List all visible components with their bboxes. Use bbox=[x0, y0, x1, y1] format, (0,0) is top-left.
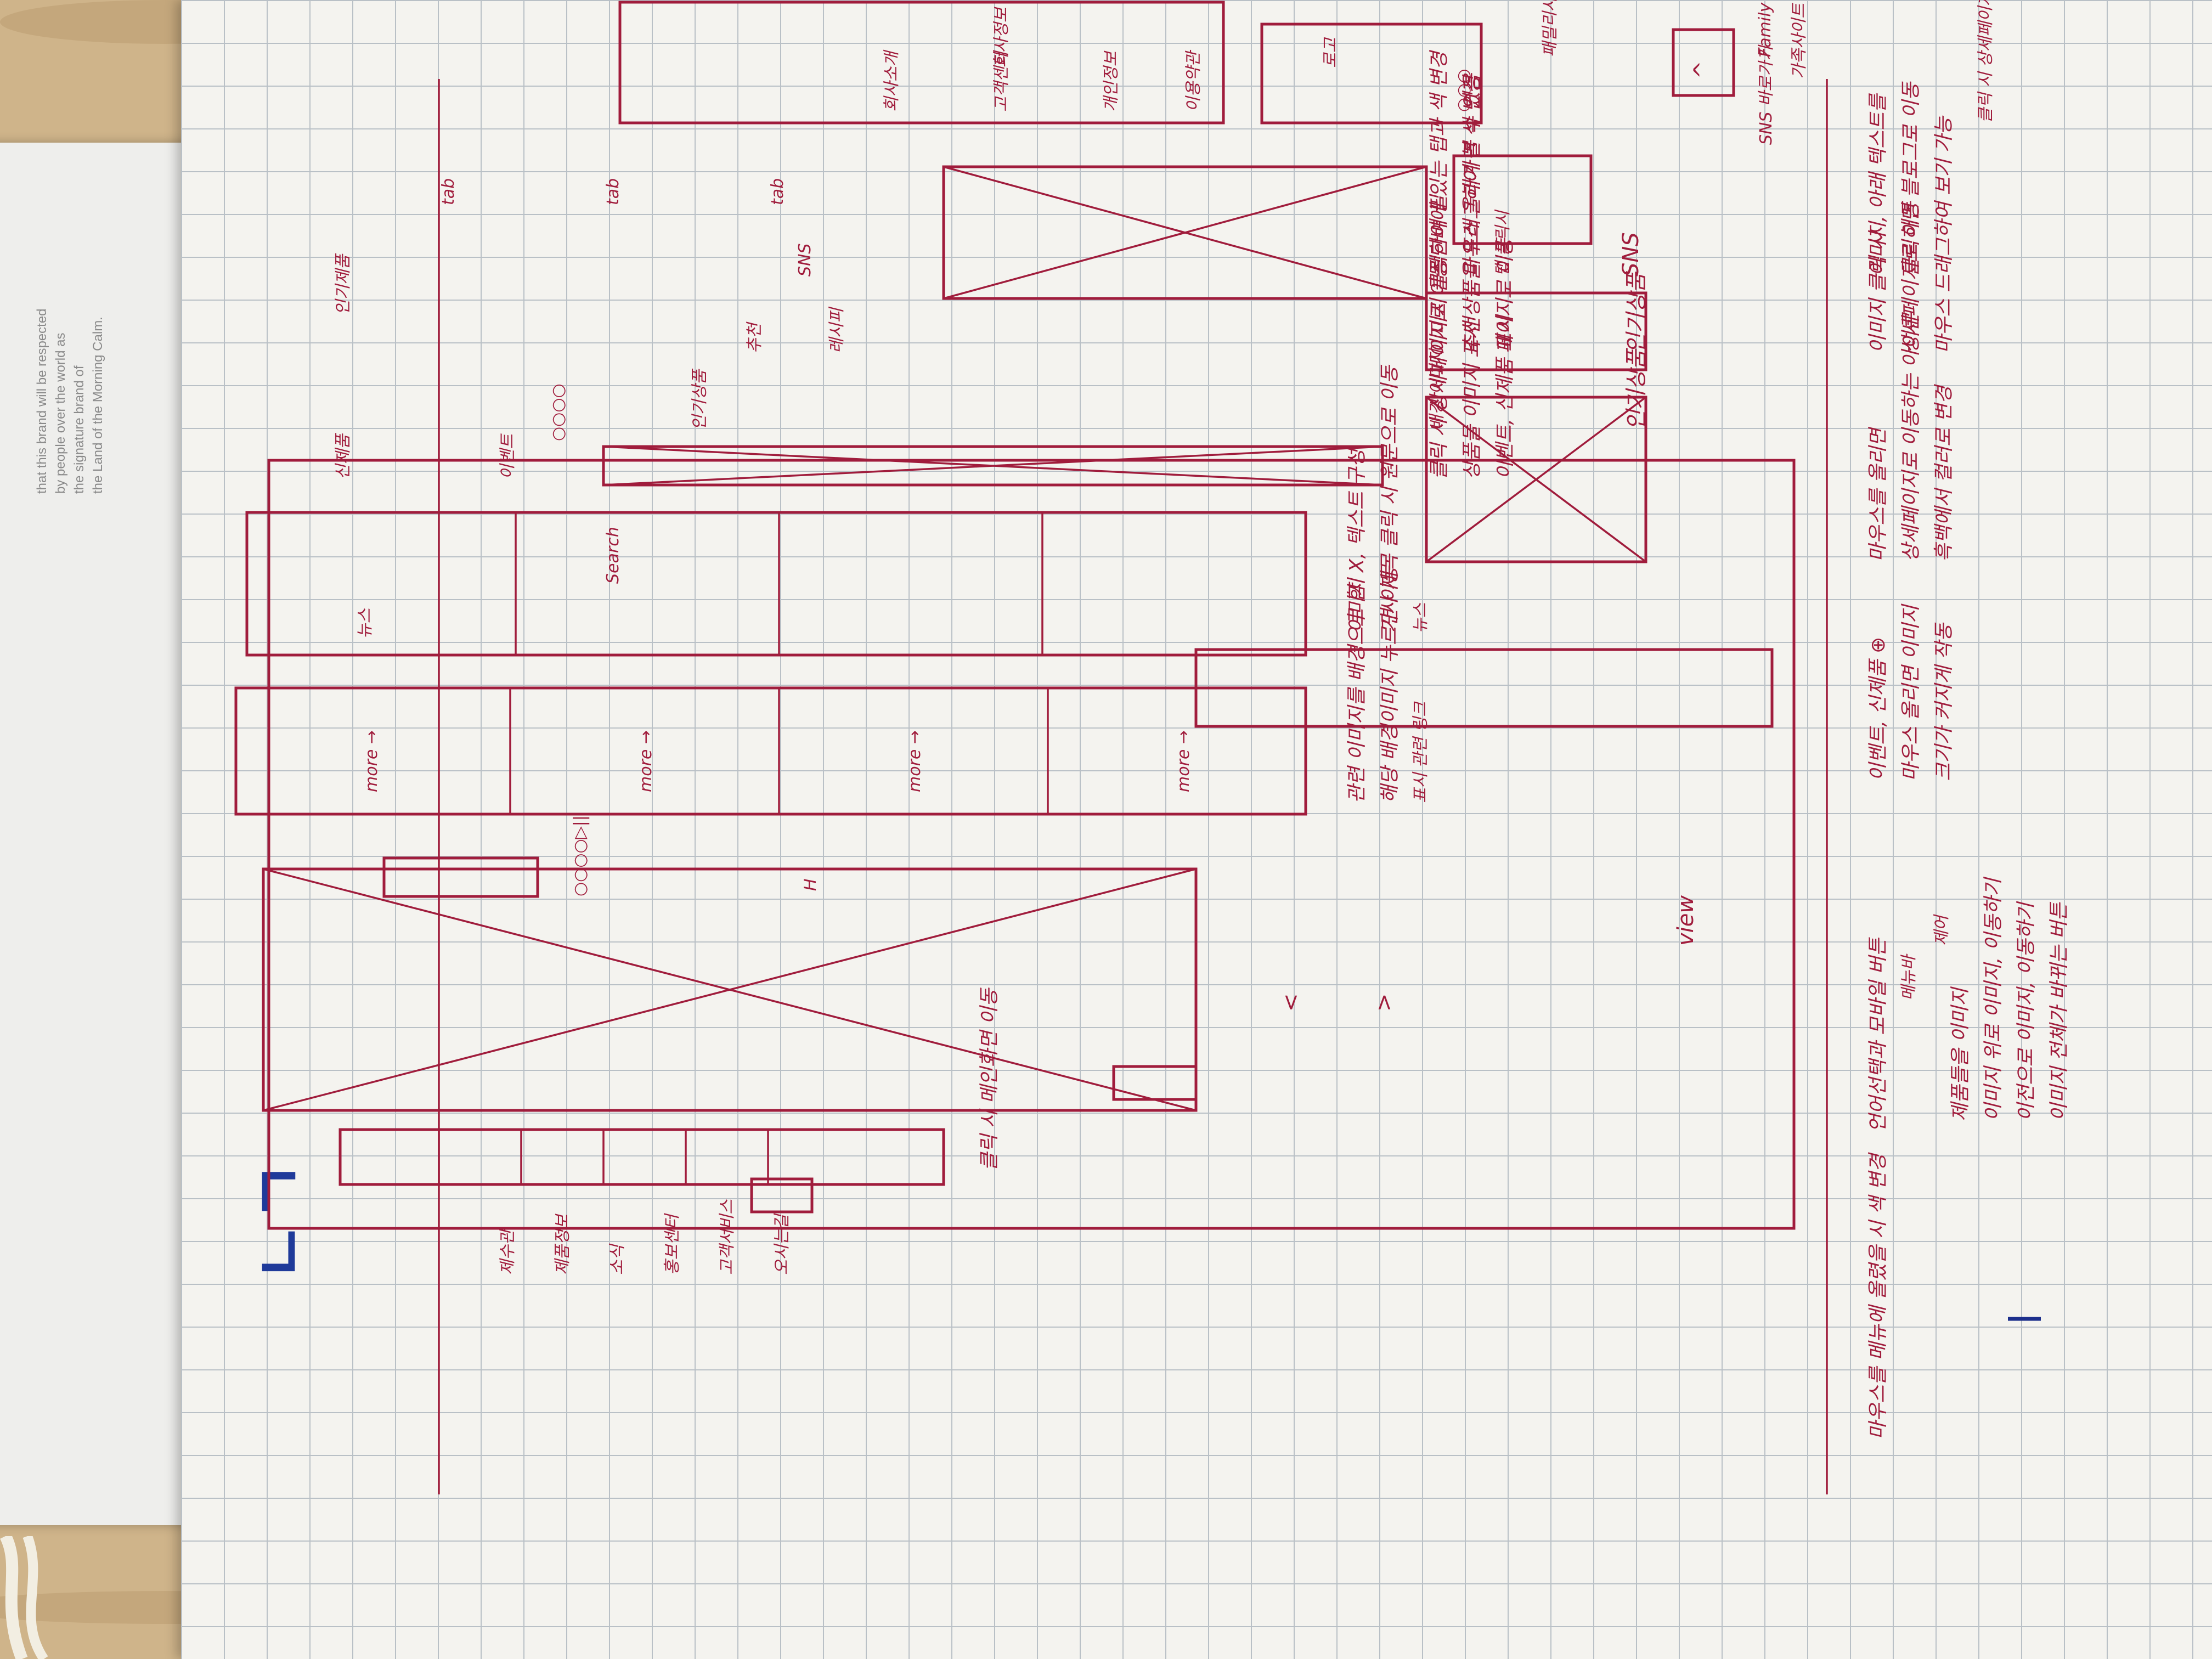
hero-dots-box bbox=[382, 856, 539, 898]
text-card-sub-note: 뉴스 bbox=[1411, 602, 1430, 633]
news-sub-note: 표시 관련 링크 bbox=[1411, 702, 1430, 803]
product-tab: 인기제품 bbox=[334, 254, 353, 315]
search-box bbox=[1112, 1065, 1198, 1101]
hero-note: 이미지 전체가 바뀌는 버튼 bbox=[2048, 902, 2070, 1121]
best-left-note: 마우스 드래그하여 보기 가능 bbox=[1933, 116, 1955, 353]
product-badge: 이벤트 bbox=[498, 434, 517, 479]
product-box bbox=[1425, 396, 1647, 563]
sns-note-top: 탭 클릭시 bbox=[1493, 211, 1513, 276]
header-note: 언어선택과 모바일 버튼 bbox=[1867, 938, 1889, 1132]
text-card-row bbox=[245, 511, 1307, 657]
family-box: 패밀리사이트 bbox=[1541, 0, 1560, 57]
logo-note: 클릭 시 메인화면 이동 bbox=[978, 988, 1001, 1171]
popular-left-note: 마우스를 올리면 bbox=[1867, 428, 1889, 562]
family-note: 가족사이트 창 표시 bbox=[1790, 0, 1809, 79]
product-box bbox=[1425, 291, 1647, 371]
header-note: 메뉴바 bbox=[1899, 955, 1918, 1001]
hero-cross bbox=[263, 868, 1197, 1111]
best-tag: 레시피 bbox=[827, 308, 847, 353]
footer-info-box bbox=[1260, 22, 1483, 125]
hero-dots: ○○○○▷|| bbox=[571, 815, 590, 896]
nav-item: 소식 bbox=[608, 1244, 627, 1275]
header-left-note: 마우스를 메뉴에 올렸을 시 색 변경 bbox=[1867, 1154, 1889, 1440]
product-left-note: 이벤트, 신제품 ⊕ bbox=[1867, 636, 1889, 781]
popular-left-note: 흑백에서 컬러로 변경 bbox=[1933, 386, 1955, 562]
news-more: more → bbox=[362, 730, 381, 792]
news-more: more → bbox=[905, 730, 924, 792]
hero-frame bbox=[262, 867, 1198, 1112]
brochure-sheet: that this brand will be respected by peo… bbox=[0, 143, 198, 1525]
product-left-note: 크기가 커지게 작동 bbox=[1933, 623, 1955, 781]
text-card-note: 이미지 X, 텍스트 구성 bbox=[1346, 449, 1368, 633]
footer-info: 회사정보 bbox=[992, 7, 1011, 68]
footer-link: 회사소개 bbox=[882, 51, 901, 112]
sns-note: 상단바에 있는 탭과 색 변경 bbox=[1428, 51, 1451, 276]
nav-item: 고객서비스 bbox=[718, 1199, 737, 1275]
top-button-box bbox=[1672, 28, 1735, 97]
text-card-note: 기사 제목 클릭 시 원문으로 이동 bbox=[1379, 365, 1401, 633]
page-frame bbox=[267, 459, 1796, 1230]
nav-item: 오시는길 bbox=[772, 1214, 792, 1275]
nav-item: 제수관 bbox=[498, 1229, 517, 1275]
text-card-title: 뉴스 bbox=[356, 608, 375, 639]
hero-prev: < bbox=[1278, 993, 1304, 1012]
sns-small-box bbox=[1452, 154, 1593, 245]
footer-icons: ○○○ bbox=[1454, 69, 1473, 112]
cable bbox=[0, 1536, 48, 1659]
logo-label: H bbox=[801, 878, 820, 891]
sns-grid bbox=[942, 165, 1428, 300]
best-tab: 추천 bbox=[745, 323, 764, 353]
sns-shortcut-note: SNS 바로가기 bbox=[1757, 46, 1776, 145]
news-more: more → bbox=[1174, 730, 1193, 792]
popular-note: 배경 이미지 bbox=[1427, 349, 1447, 430]
family-label: Family site bbox=[1756, 0, 1775, 57]
search-label: Search bbox=[603, 527, 623, 584]
footer-link: 이용약관 bbox=[1184, 51, 1203, 112]
nav-bar bbox=[338, 1128, 945, 1186]
product-frame bbox=[602, 445, 1384, 487]
header-note: 제어 bbox=[1932, 915, 1951, 946]
popular-tab: 인기상품 bbox=[690, 369, 709, 430]
sns-tab-label: tab bbox=[768, 178, 787, 205]
sns-heading: SNS bbox=[1618, 232, 1644, 276]
best-heading: 인기상품 bbox=[1624, 272, 1649, 353]
footer-box bbox=[618, 1, 1225, 125]
sns-tab-label: tab bbox=[603, 178, 623, 205]
hero-next: > bbox=[1372, 993, 1397, 1012]
hero-note: 이전으로 이미지, 이동하기 bbox=[2015, 902, 2038, 1121]
sns-tab: SNS bbox=[795, 243, 815, 276]
top-button: ^ bbox=[1690, 60, 1715, 79]
nav-item: 홍보센터 bbox=[663, 1214, 682, 1275]
news-row bbox=[234, 686, 1307, 816]
sns-tab-label: tab bbox=[439, 178, 458, 205]
view-label: view bbox=[1673, 895, 1699, 946]
product-cross bbox=[1425, 396, 1647, 563]
product-left-note: 마우스 올리면 이미지 bbox=[1900, 605, 1922, 781]
nav-item: 제품정보 bbox=[553, 1214, 572, 1275]
sns-cross bbox=[943, 166, 1427, 300]
sns-left-note: 클릭하면 블로그로 이동 bbox=[1900, 82, 1922, 276]
sns-left-note: 이미지, 아래 텍스트를 bbox=[1867, 94, 1889, 276]
popular-heading: 인기상품 bbox=[1624, 349, 1649, 430]
hero-note: 이미지 위로 이미지, 이동하기 bbox=[1982, 878, 2005, 1121]
footer-logo: 로고 bbox=[1321, 37, 1340, 68]
product-row bbox=[1194, 648, 1774, 728]
news-more: more → bbox=[636, 730, 656, 792]
logo-box bbox=[750, 1177, 814, 1214]
product-tab: 신제품 bbox=[334, 434, 353, 479]
footer-link: 개인정보 bbox=[1102, 51, 1121, 112]
hero-note: 제품들을 이미지 bbox=[1949, 988, 1972, 1121]
footer-left-note: 클릭 시 상세페이지 이동 bbox=[1976, 0, 1995, 123]
product-dots: ○○○○ bbox=[549, 383, 568, 441]
graph-paper-page: ㄴㄱ bbox=[181, 0, 2212, 1659]
product-cross bbox=[603, 445, 1383, 486]
